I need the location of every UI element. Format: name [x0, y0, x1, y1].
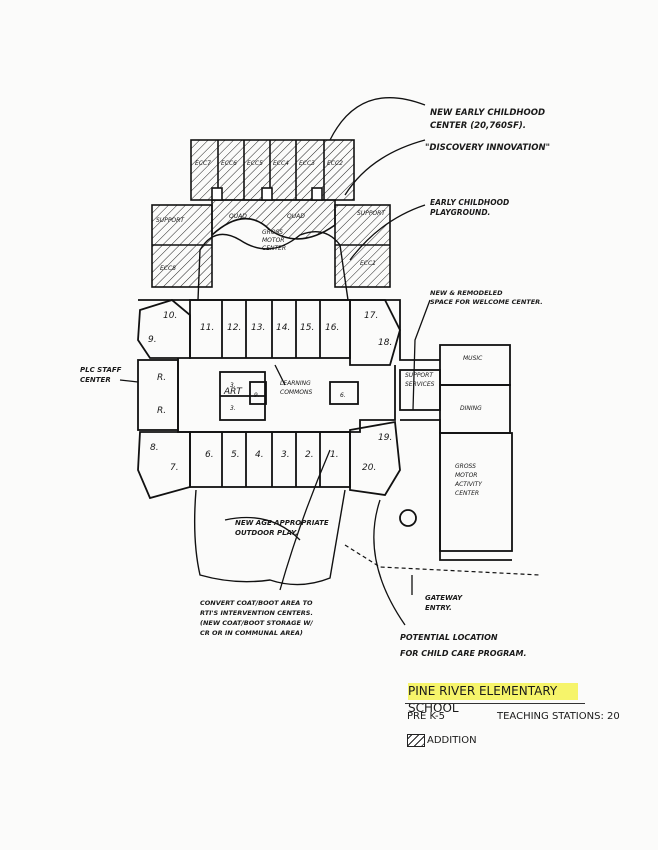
room-4: 4. [255, 450, 264, 460]
gross-motor-label-1: GROSS [455, 463, 476, 470]
note-convert-1: CONVERT COAT/BOOT AREA TO [200, 599, 313, 607]
room-10: 10. [163, 311, 177, 321]
room-18: 18. [378, 338, 392, 348]
room-9: 9. [148, 335, 157, 345]
room-6: 6. [205, 450, 214, 460]
note-convert-4: CR OR IN COMMUNAL AREA) [200, 629, 303, 637]
support-services-label-2: SERVICES [405, 381, 435, 388]
gross-motor-label-3: ACTIVITY [454, 481, 483, 488]
room-ecc5: ECC5 [247, 160, 263, 167]
room-support-right: SUPPORT [357, 210, 386, 217]
note-outdoor-2: OUTDOOR PLAY. [235, 529, 298, 537]
room-8: 8. [150, 443, 159, 453]
note-childcare-1: POTENTIAL LOCATION [400, 633, 498, 642]
gross-motor-center-label-2: MOTOR [262, 237, 284, 244]
room-3: 3. [281, 450, 290, 460]
room-plc-r2: R. [157, 406, 166, 416]
note-convert-2: RTI'S INTERVENTION CENTERS. [200, 609, 313, 617]
leader-arrows [119, 97, 431, 626]
room-ecc6: ECC6 [221, 160, 237, 167]
room-core-1: 3. [230, 382, 236, 389]
gross-motor-label-4: CENTER [455, 490, 479, 497]
note-playground-2: PLAYGROUND. [430, 208, 490, 217]
grade-levels: PRE K-5 [407, 711, 445, 722]
note-welcome-2: SPACE FOR WELCOME CENTER. [430, 298, 543, 306]
school-name: PINE RIVER ELEMENTARY SCHOOL [408, 683, 578, 715]
note-welcome-1: NEW & REMODELED [430, 289, 503, 297]
site-boundary [344, 544, 541, 576]
room-ecc4: ECC4 [273, 160, 289, 167]
note-convert-3: (NEW COAT/BOOT STORAGE W/ [200, 619, 313, 627]
room-19: 19. [378, 433, 392, 443]
room-5: 5. [231, 450, 240, 460]
addition-label: ADDITION [427, 735, 477, 746]
support-services-label-1: SUPPORT [405, 372, 434, 379]
room-17: 17. [364, 311, 378, 321]
room-ecc2: ECC2 [327, 160, 343, 167]
room-ecc3: ECC3 [299, 160, 315, 167]
room-art: ART [223, 387, 243, 397]
note-new-ecc-3: "DISCOVERY INNOVATION" [425, 143, 550, 153]
legend-divider [405, 703, 585, 704]
note-gateway-2: ENTRY. [425, 604, 452, 612]
room-ecc1: ECC1 [360, 260, 376, 267]
room-15: 15. [300, 323, 314, 333]
quad-left-label: QUAD [229, 213, 247, 220]
room-20: 20. [362, 463, 376, 473]
main-building [137, 298, 513, 561]
note-new-ecc-1: NEW EARLY CHILDHOOD [430, 108, 545, 118]
room-core-3: 9. [254, 392, 260, 399]
room-plc-r1: R. [157, 373, 166, 383]
note-childcare-2: FOR CHILD CARE PROGRAM. [400, 649, 527, 658]
room-support-left: SUPPORT [156, 217, 185, 224]
note-plc-1: PLC STAFF [80, 366, 122, 374]
gross-motor-center-label-1: GROSS [262, 229, 283, 236]
room-13: 13. [251, 323, 265, 333]
room-ecc8: ECC8 [160, 265, 176, 272]
learning-commons-label-1: LEARNING [280, 380, 311, 387]
note-new-ecc-2: CENTER (20,760SF). [430, 121, 526, 131]
note-plc-2: CENTER [80, 376, 111, 384]
quad-right-label: QUAD [287, 213, 305, 220]
hatch-swatch-icon [407, 734, 425, 747]
teaching-stations: TEACHING STATIONS: 20 [497, 711, 620, 722]
addition-legend: ADDITION [407, 734, 477, 747]
note-gateway-1: GATEWAY [425, 594, 463, 602]
gross-motor-label-2: MOTOR [455, 472, 477, 479]
room-7: 7. [170, 463, 179, 473]
courtyards [193, 231, 349, 586]
note-playground-1: EARLY CHILDHOOD [430, 198, 509, 207]
annotations: NEW EARLY CHILDHOOD CENTER (20,760SF). "… [80, 108, 550, 658]
room-14: 14. [276, 323, 290, 333]
music-label: MUSIC [463, 355, 483, 362]
room-numbers: 10. 11. 12. 13. 14. 15. 16. 17. 9. 18. R… [148, 311, 483, 497]
room-core-4: 6. [340, 392, 346, 399]
room-1: 1. [330, 450, 339, 460]
dining-label: DINING [460, 405, 482, 412]
ecc-addition [151, 139, 391, 288]
room-12: 12. [227, 323, 241, 333]
room-16: 16. [325, 323, 339, 333]
room-ecc7: ECC7 [195, 160, 211, 167]
note-outdoor-1: NEW AGE APPROPRIATE [235, 519, 329, 527]
room-core-2: 3. [230, 405, 236, 412]
room-2: 2. [305, 450, 314, 460]
learning-commons-label-2: COMMONS [280, 389, 312, 396]
room-11: 11. [200, 323, 214, 333]
